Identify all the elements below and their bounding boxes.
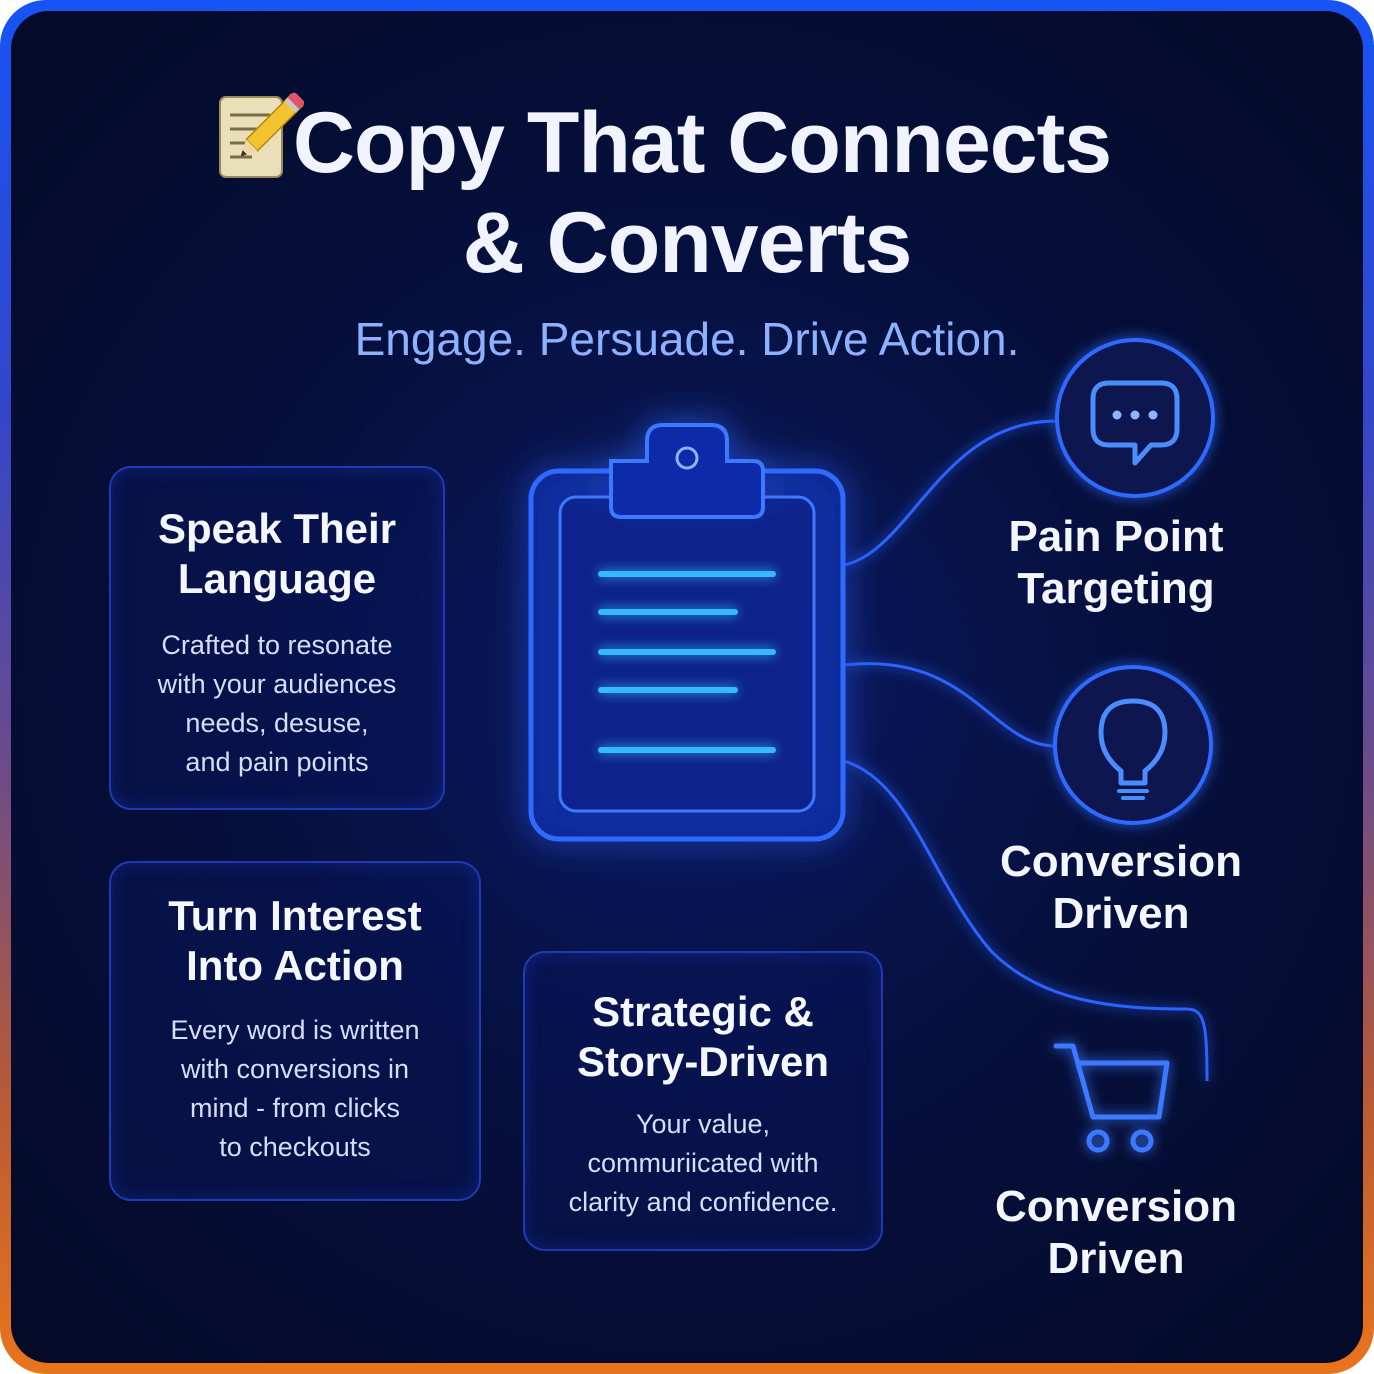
page-subtitle: Engage. Persuade. Drive Action. [354, 313, 1020, 365]
card-body: Every word is written with conversions i… [170, 1015, 420, 1162]
card-body: Your value, commuriicated with clarity a… [568, 1109, 838, 1217]
shopping-cart-icon [1053, 1043, 1170, 1153]
clipboard-icon [528, 423, 846, 842]
graphics-layer [528, 338, 1215, 1153]
lightbulb-icon [1053, 665, 1213, 825]
connector-lines [843, 419, 1209, 1082]
page-title-line1: Copy That Connects [292, 95, 1112, 191]
card-body: Crafted to resonate with your audiences … [157, 630, 397, 777]
page-title-line2: & Converts [462, 195, 913, 291]
card-strategic-story-driven: Strategic &Story-Driven Your value, comm… [523, 951, 883, 1251]
clipboard-text-lines [598, 571, 776, 753]
card-title: Strategic &Story-Driven [576, 988, 830, 1085]
chat-bubble-icon [1055, 338, 1215, 498]
main-panel: Copy That Connects & Converts Engage. Pe… [11, 11, 1363, 1363]
memo-pencil-icon [219, 92, 304, 178]
